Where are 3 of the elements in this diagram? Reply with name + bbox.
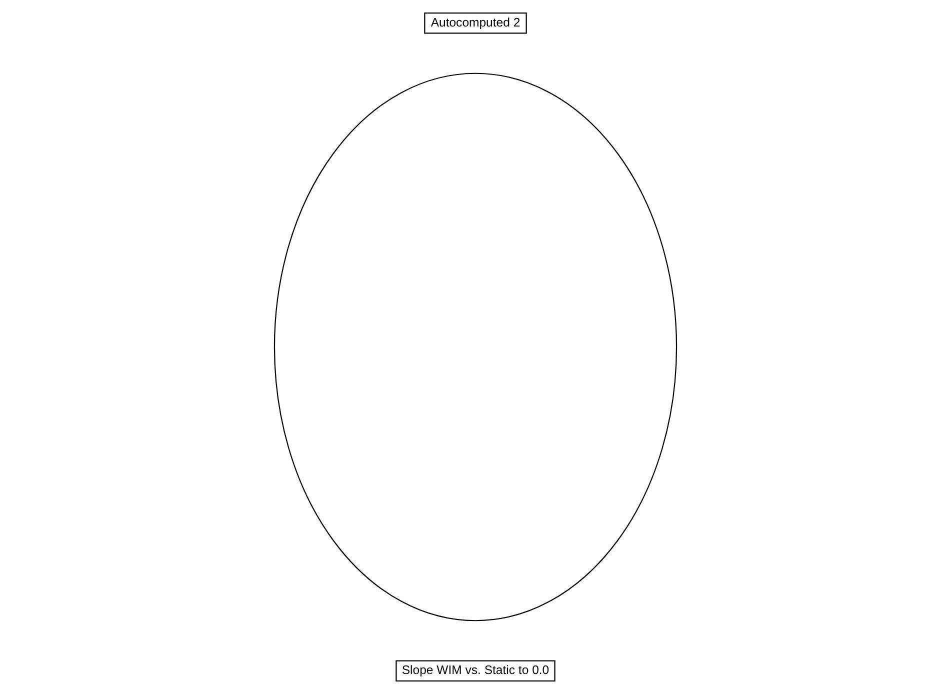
node-box: Slope WIM vs. Static to 0.0 — [395, 660, 555, 682]
node-ellipse — [273, 72, 677, 622]
node-box: Autocomputed 2 — [424, 12, 526, 34]
